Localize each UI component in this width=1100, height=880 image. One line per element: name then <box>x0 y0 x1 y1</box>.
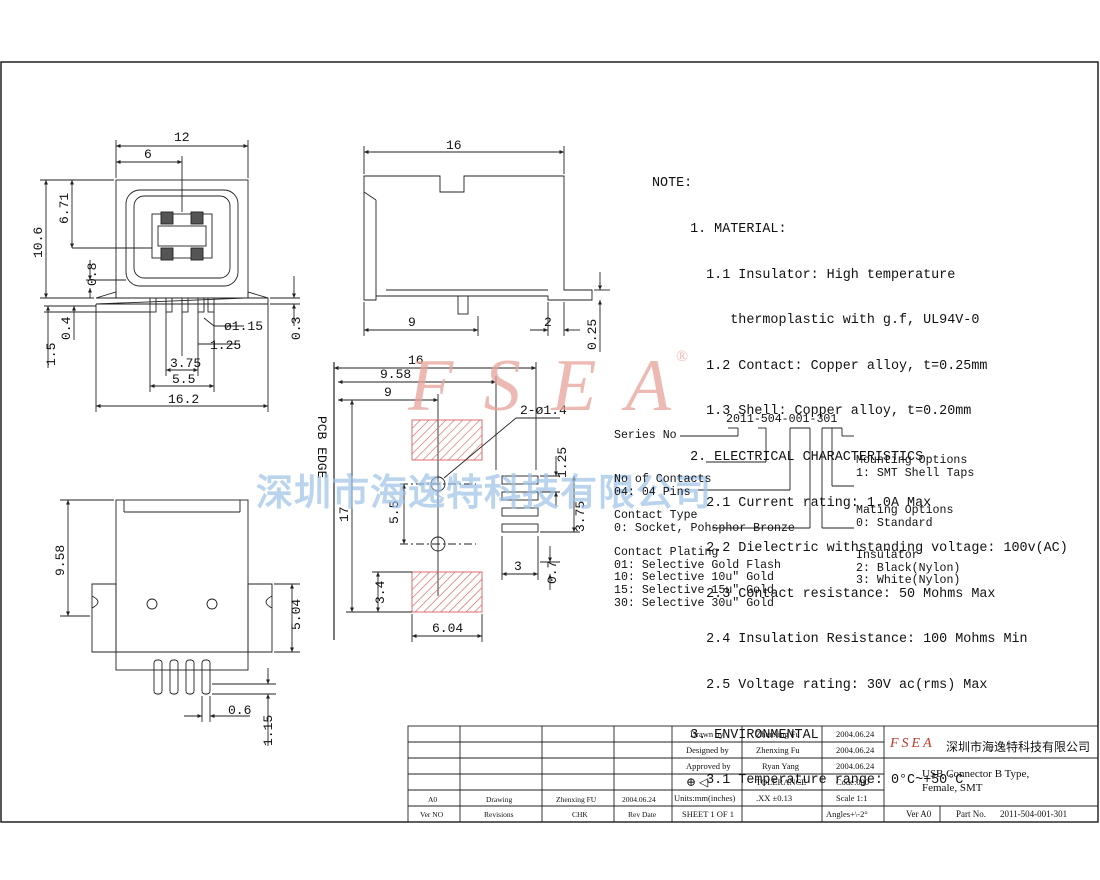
rev-header-chk: CHK <box>572 810 588 819</box>
fp-dim-1-25: 1.25 <box>555 447 570 478</box>
note-line: 1.3 Shell: Copper alloy, t=0.20mm <box>674 404 972 420</box>
pcb-edge-label: PCB EDGE <box>314 416 329 479</box>
company-logo: FSEA <box>890 736 935 751</box>
rev-date: 2004.06.24 <box>622 795 656 804</box>
fp-dim-9-58: 9.58 <box>380 367 411 382</box>
notes-block: NOTE: 1. MATERIAL: 1.1 Insulator: High t… <box>652 146 1068 804</box>
approved-date: 2004.06.24 <box>836 761 875 771</box>
note-line: 1.1 Insulator: High temperature <box>674 267 956 283</box>
company-name-cn: 深圳市海逸特科技有限公司 <box>946 740 1091 754</box>
dim-pin-diameter: ø1.15 <box>224 319 263 334</box>
drawn-by-label: Drawn by <box>690 729 724 739</box>
title-block-grid <box>407 725 1099 823</box>
dim-width-12: 12 <box>174 130 190 145</box>
approved-by-label: Approved by <box>686 761 731 771</box>
fp-dim-3: 3 <box>514 559 522 574</box>
units-label: Units:mm(inches) <box>674 793 736 803</box>
front-view <box>40 140 300 412</box>
drawing-title-line1: USB Connector B Type, <box>922 768 1030 780</box>
fp-dim-16: 16 <box>408 353 424 368</box>
fp-dim-3-75: 3.75 <box>573 501 588 532</box>
note-line: 1. MATERIAL: <box>674 222 787 237</box>
rev-header-revisions: Revisions <box>484 810 514 819</box>
fp-dim-0-7: 0.7 <box>545 561 560 584</box>
drawn-date: 2004.06.24 <box>836 729 875 739</box>
bv-dim-5-04: 5.04 <box>289 599 304 630</box>
bv-dim-9-58: 9.58 <box>53 545 68 576</box>
notes-heading: NOTE: <box>652 176 693 192</box>
dim-6: 6 <box>144 147 152 162</box>
dim-length-16: 16 <box>446 138 462 153</box>
designed-date: 2004.06.24 <box>836 745 875 755</box>
fsea-watermark: F S E A <box>408 345 677 427</box>
part-code: 2011-504-001-301 <box>726 413 838 426</box>
rev-chk: Zhenxing FU <box>556 795 597 804</box>
dim-5-5: 5.5 <box>172 372 195 387</box>
tolerance-value: .XX ±0.13 <box>756 793 793 803</box>
note-line: 2. ELECTRICAL CHARACTERISTICS <box>674 449 924 465</box>
note-line: thermoplastic with g.f, UL94V-0 <box>674 313 980 329</box>
fp-dim-17: 17 <box>337 506 352 522</box>
dim-3-75: 3.75 <box>170 356 201 371</box>
note-line: 2.3 Contact resistance: 50 Mohms Max <box>674 586 996 602</box>
dim-16-2: 16.2 <box>168 392 199 407</box>
designed-by-name: Zhenxing Fu <box>756 745 800 755</box>
note-line: 1.2 Contact: Copper alloy, t=0.25mm <box>674 358 988 374</box>
fp-dim-5-5: 5.5 <box>387 501 402 524</box>
bottom-view <box>60 499 300 746</box>
fp-dim-6-04: 6.04 <box>432 621 463 636</box>
part-no-value: 2011-504-001-301 <box>1000 809 1068 819</box>
fp-dim-9: 9 <box>384 385 392 400</box>
note-line: 2.1 Current rating: 1.0A Max <box>674 495 932 511</box>
drawing-title-line2: Female, SMT <box>922 782 983 794</box>
bv-dim-0-6: 0.6 <box>228 703 251 718</box>
part-code-leaders <box>680 427 854 529</box>
rev-drawing: Drawing <box>486 795 513 804</box>
note-line: 2.5 Voltage rating: 30V ac(rms) Max <box>674 677 988 693</box>
dim-9: 9 <box>408 315 416 330</box>
series-no: Series No <box>614 429 677 442</box>
scale-label: Scale 1:1 <box>836 793 868 803</box>
rev-header-date: Rev Date <box>628 810 657 819</box>
note-line: 3. ENVIRONMENTAL <box>674 727 819 743</box>
dim-1-5: 1.5 <box>44 343 59 366</box>
fp-dim-hole: 2-ø1.4 <box>520 403 567 418</box>
rev-ver: A0 <box>428 795 438 804</box>
part-no-label: Part No. <box>956 809 986 819</box>
dim-0-8: 0.8 <box>85 263 100 286</box>
note-line: 3.1 Temperature range: 0°C~+50°C <box>674 773 964 789</box>
dim-2: 2 <box>544 315 552 330</box>
approved-by-name: Ryan Yang <box>762 761 799 771</box>
dim-0-25: 0.25 <box>585 319 600 350</box>
dim-1-25: 1.25 <box>210 338 241 353</box>
version-label: Ver A0 <box>906 809 932 819</box>
bv-dim-1-15: 1.15 <box>261 715 276 746</box>
pcb-footprint <box>333 362 580 642</box>
angles-label: Angles+\-2° <box>826 809 868 819</box>
code-label: Code:000 <box>836 777 870 787</box>
company-watermark-cn: 深圳市海逸特科技有限公司 <box>256 471 712 514</box>
rev-header-ver: Ver NO <box>420 810 444 819</box>
projection-symbol-icon: ⊕ ◁ <box>686 775 709 789</box>
dim-0-4: 0.4 <box>59 316 74 340</box>
dim-0-3: 0.3 <box>289 317 304 340</box>
tolerance-label: TOLERANCE <box>756 777 807 787</box>
sheet-label: SHEET 1 OF 1 <box>682 809 735 819</box>
designed-by-label: Designed by <box>686 745 729 755</box>
side-view <box>363 146 610 352</box>
dim-height-10-6: 10.6 <box>31 227 46 258</box>
registered-mark: ® <box>676 348 689 365</box>
fp-dim-3-4: 3.4 <box>373 580 388 604</box>
dim-6-71: 6.71 <box>57 193 72 224</box>
note-line: 2.2 Dielectric withstanding voltage: 100… <box>674 541 1068 557</box>
note-line: 2.4 Insulation Resistance: 100 Mohms Min <box>674 632 1028 648</box>
drawn-by-name: Zhenxing Fu <box>756 729 800 739</box>
